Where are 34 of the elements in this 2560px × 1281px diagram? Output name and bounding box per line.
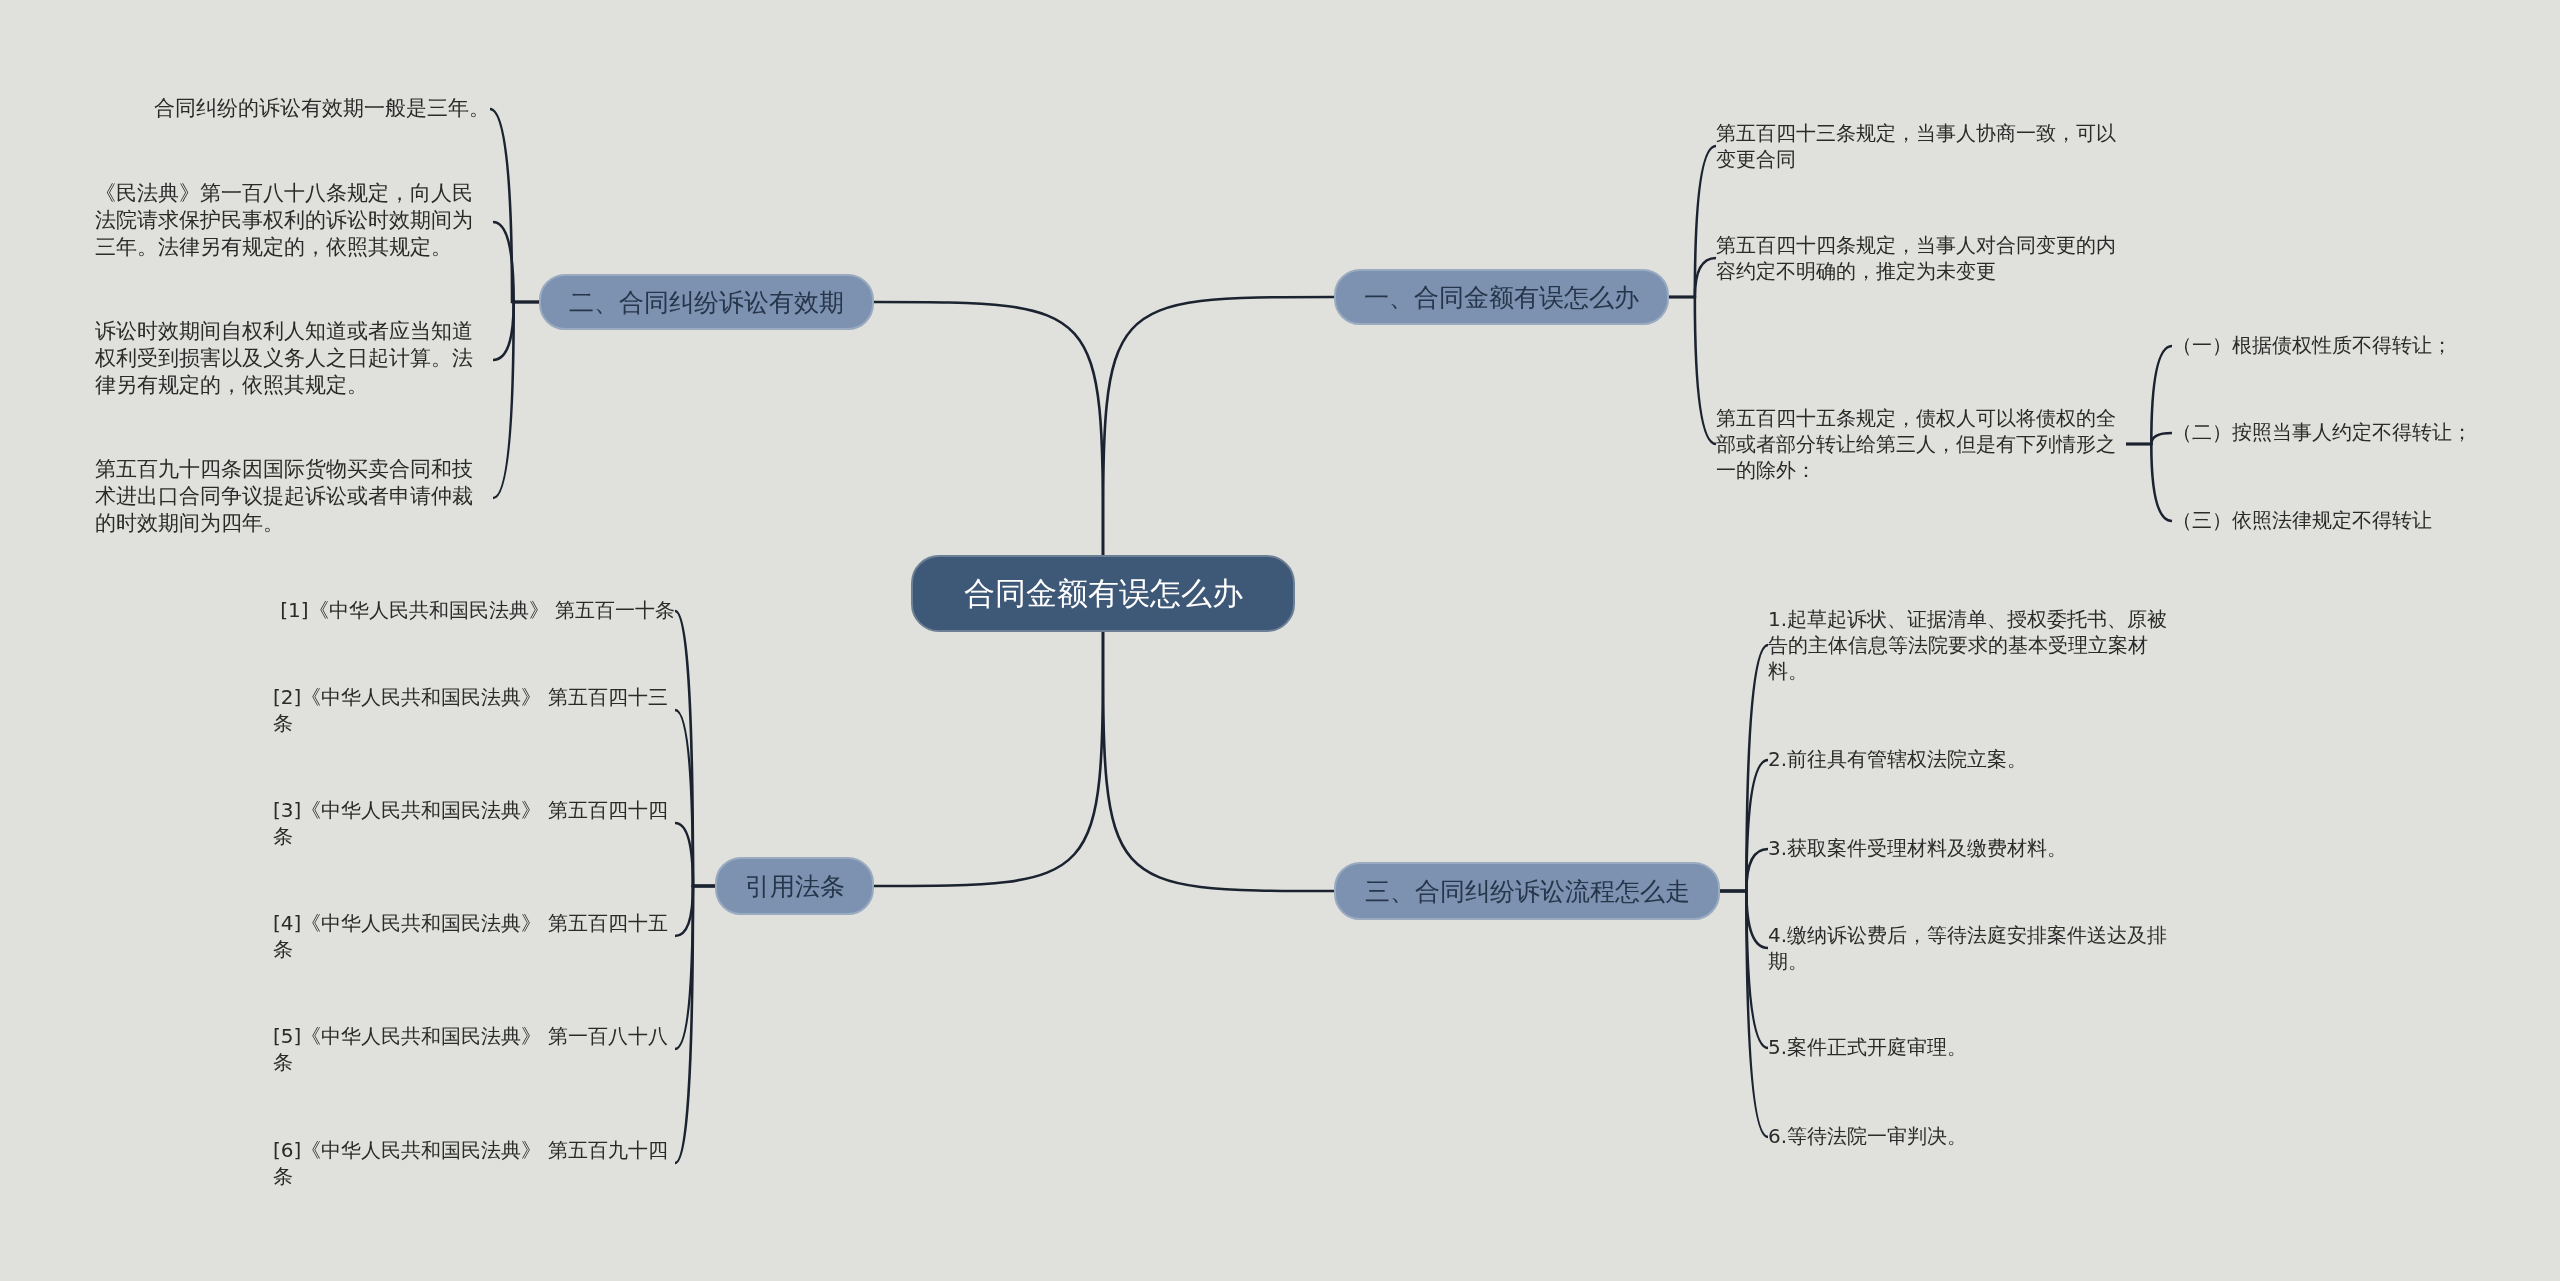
leaf-text: 第五百九十四条因国际货物买卖合同和技术进出口合同争议提起诉讼或者申请仲裁的时效期间为四年。 — [95, 456, 493, 540]
connector-line — [1101, 632, 1334, 893]
leaf-text: [4]《中华人民共和国民法典》 第五百四十五条 — [273, 910, 675, 962]
branch-topic: 引用法条 — [715, 857, 874, 915]
leaf-text: 1.起草起诉状、证据清单、授权委托书、原被告的主体信息等法院要求的基本受理立案材料。 — [1768, 606, 2180, 684]
leaf-text: 3.获取案件受理材料及缴费材料。 — [1768, 835, 2180, 863]
branch-topic: 三、合同纠纷诉讼流程怎么走 — [1334, 862, 1720, 920]
leaf-text: 诉讼时效期间自权利人知道或者应当知道权利受到损害以及义务人之日起计算。法律另有规定的，依照其规定。 — [95, 318, 493, 402]
connector-line — [874, 300, 1105, 555]
leaf-text: 5.案件正式开庭审理。 — [1768, 1034, 2180, 1062]
leaf-text: 第五百四十三条规定，当事人协商一致，可以变更合同 — [1716, 120, 2126, 172]
central-topic: 合同金额有误怎么办 — [911, 555, 1295, 632]
leaf-text: （二）按照当事人约定不得转让； — [2172, 419, 2502, 447]
leaf-text: 合同纠纷的诉讼有效期一般是三年。 — [95, 95, 490, 123]
leaf-text: （一）根据债权性质不得转让； — [2172, 332, 2502, 360]
connector-line — [1720, 889, 1769, 1139]
leaf-text: [2]《中华人民共和国民法典》 第五百四十三条 — [273, 684, 675, 736]
branch-topic: 二、合同纠纷诉讼有效期 — [539, 274, 874, 330]
leaf-text: [3]《中华人民共和国民法典》 第五百四十四条 — [273, 797, 675, 849]
leaf-text: [6]《中华人民共和国民法典》 第五百九十四条 — [273, 1137, 675, 1189]
leaf-text: [1]《中华人民共和国民法典》 第五百一十条 — [273, 597, 675, 625]
leaf-text: 《民法典》第一百八十八条规定，向人民法院请求保护民事权利的诉讼时效期间为三年。法律另有规定的，依照其规定。 — [95, 180, 493, 264]
connector-line — [1669, 295, 1717, 446]
leaf-text: 第五百四十四条规定，当事人对合同变更的内容约定不明确的，推定为未变更 — [1716, 232, 2126, 284]
connector-line — [2126, 442, 2173, 523]
leaf-text: 6.等待法院一审判决。 — [1768, 1123, 2180, 1151]
leaf-text: （三）依照法律规定不得转让 — [2172, 507, 2502, 535]
leaf-text: 第五百四十五条规定，债权人可以将债权的全部或者部分转让给第三人，但是有下列情形之一的除外： — [1716, 405, 2126, 483]
branch-topic: 一、合同金额有误怎么办 — [1334, 269, 1669, 325]
leaf-text: 4.缴纳诉讼费后，等待法庭安排案件送达及排期。 — [1768, 922, 2180, 974]
connector-line — [492, 300, 539, 500]
connector-line — [674, 884, 715, 1165]
leaf-text: 2.前往具有管辖权法院立案。 — [1768, 746, 2180, 774]
leaf-text: [5]《中华人民共和国民法典》 第一百八十八条 — [273, 1023, 675, 1075]
